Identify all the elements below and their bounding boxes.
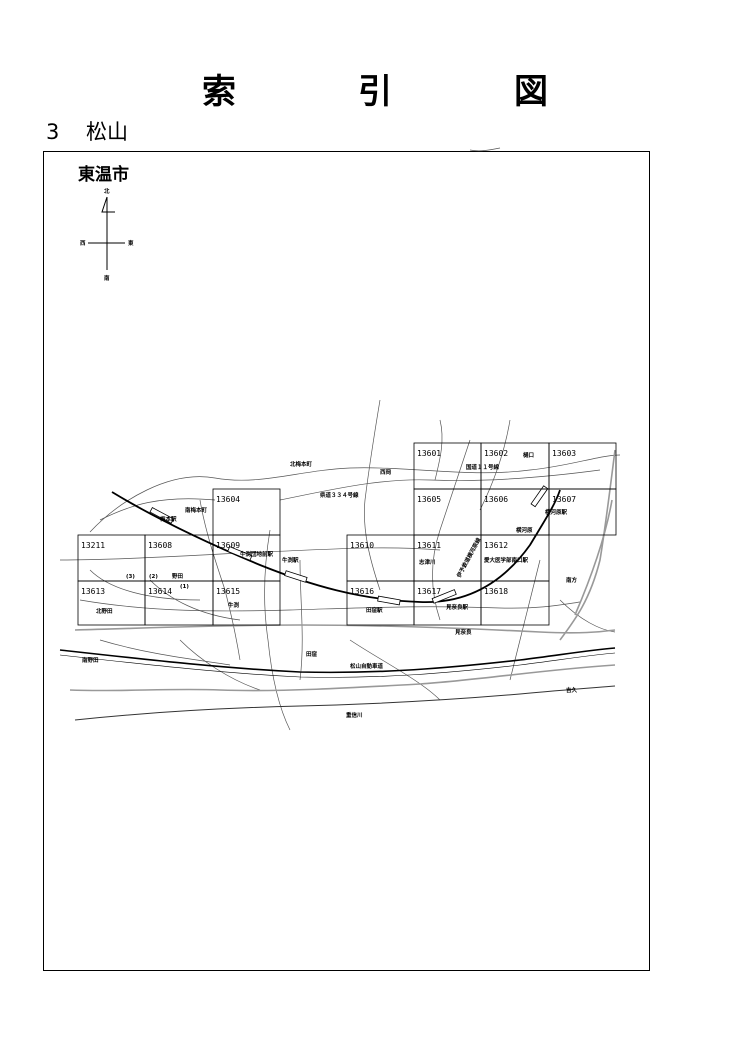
label-minarai: 見奈良 [454, 628, 472, 636]
label-shigenobu-river: 重信川 [346, 711, 363, 719]
compass-south: 南 [104, 274, 110, 282]
label-nishida: 西岡 [380, 468, 392, 476]
sub-label-3: (3) [126, 574, 135, 580]
label-shitsukawa: 志津川 [419, 558, 436, 566]
label-tanokubo-eki: 田窪駅 [366, 606, 383, 614]
sheet-13605: 13605 [417, 495, 441, 504]
label-iyo-line: 伊予鉄道横河原線 [454, 536, 482, 580]
index-number: 3 [46, 120, 60, 144]
sheet-13613: 13613 [81, 587, 105, 596]
label-ushibuchi: 牛渕 [228, 601, 240, 609]
sheet-13614: 13614 [148, 587, 172, 596]
stations [149, 485, 549, 606]
label-minami-noda: 南野田 [82, 656, 99, 664]
compass-west: 西 [80, 239, 86, 247]
sheet-13608: 13608 [148, 541, 172, 550]
sheet-13609: 13609 [216, 541, 240, 550]
sheet-grid [77, 442, 617, 626]
label-ushibuchi-eki: 牛渕駅 [282, 556, 299, 564]
compass-north: 北 [104, 187, 110, 195]
sheet-13604: 13604 [216, 495, 240, 504]
label-kokudo11: 国道１１号線 [466, 463, 500, 471]
sub-label-2: (2) [149, 574, 158, 580]
label-aidai-eki: 愛大医学部南口駅 [484, 556, 529, 564]
label-minarai-eki: 見奈良駅 [445, 603, 469, 611]
city-name: 東温市 [78, 165, 129, 185]
label-kendo334: 県道３３４号線 [320, 491, 359, 499]
index-subtitle: 3 松山 [46, 116, 128, 146]
compass-east: 東 [128, 239, 134, 247]
sub-label-1: (1) [180, 584, 189, 590]
label-minami-umemoto: 南梅本町 [185, 506, 208, 514]
map-frame [43, 151, 650, 971]
region-name: 松山 [86, 120, 128, 144]
sheet-13612: 13612 [484, 541, 508, 550]
label-yokogawara: 横河原 [516, 526, 533, 534]
sheet-13602: 13602 [484, 449, 508, 458]
sheet-13610: 13610 [350, 541, 374, 550]
sheet-13618: 13618 [484, 587, 508, 596]
expressway-line-inner [59, 652, 616, 678]
sheet-13606: 13606 [484, 495, 508, 504]
label-yoshihisa: 吉久 [566, 686, 578, 694]
river-line [74, 685, 616, 721]
label-hiuguchi: 樋口 [523, 451, 534, 459]
label-umemoto-eki: 梅本駅 [160, 515, 177, 523]
page-title: 索 引 図 [202, 72, 592, 112]
road-network [59, 147, 621, 731]
sheet-13601: 13601 [417, 449, 441, 458]
sheet-13603: 13603 [552, 449, 576, 458]
label-kita-noda: 北野田 [96, 607, 113, 615]
place-labels: 北梅本町 西岡 国道１１号線 樋口 県道３３４号線 梅本駅 南梅本町 横河原駅 … [82, 451, 578, 719]
sheet-numbers: 13601 13602 13603 13604 13605 13606 1360… [81, 449, 576, 596]
label-yokogawara-eki: 横河原駅 [545, 508, 568, 516]
sheet-13616: 13616 [350, 587, 374, 596]
label-minamigata: 南方 [566, 576, 578, 584]
sheet-13611: 13611 [417, 541, 441, 550]
label-tanokubo: 田窪 [306, 650, 318, 658]
gray-roads [69, 449, 616, 692]
compass-icon: 北 南 東 西 [80, 187, 134, 282]
sheet-13607: 13607 [552, 495, 576, 504]
label-noda: 野田 [172, 572, 184, 580]
label-ushibuchi-danchi-eki: 牛渕団地前駅 [240, 550, 274, 558]
sheet-13615: 13615 [216, 587, 240, 596]
expressway-line [59, 647, 616, 674]
sheet-13211: 13211 [81, 541, 105, 550]
label-matsuyama-expressway: 松山自動車道 [350, 662, 384, 670]
label-kita-umemoto: 北梅本町 [290, 460, 313, 468]
sheet-13617: 13617 [417, 587, 441, 596]
